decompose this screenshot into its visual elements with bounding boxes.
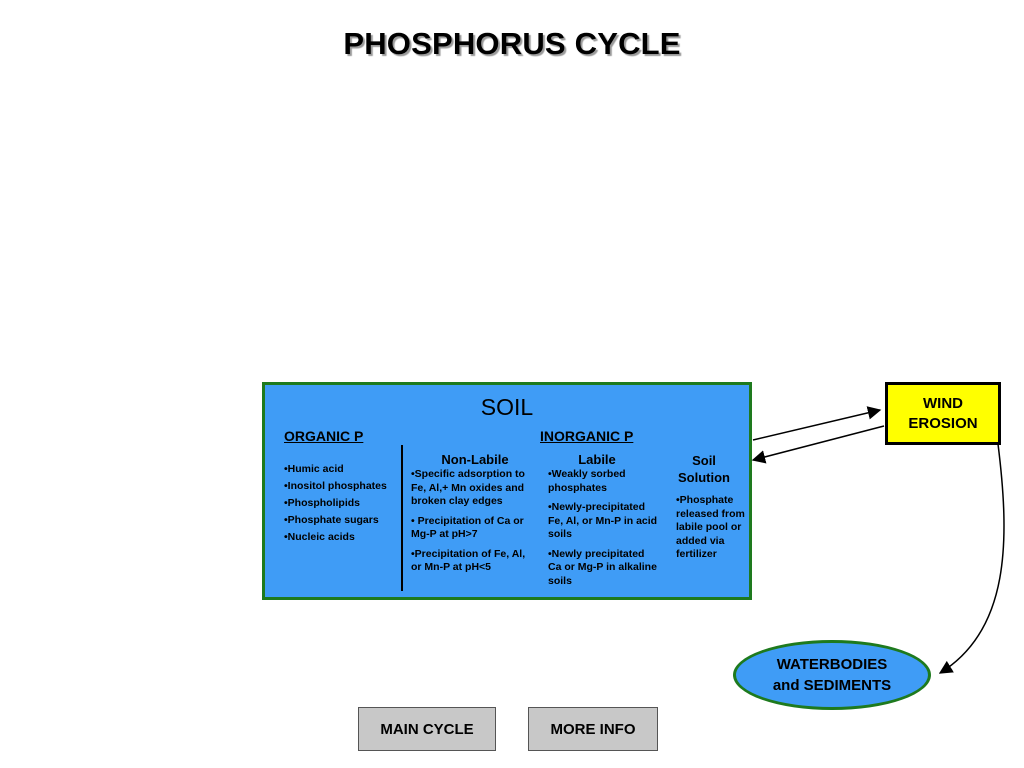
wind-erosion-line1: WIND	[923, 394, 963, 412]
waterbodies-ellipse: WATERBODIES and SEDIMENTS	[733, 640, 931, 710]
wind-erosion-line2: EROSION	[908, 414, 978, 432]
soil-solution-heading-line1: Soil	[692, 453, 716, 468]
list-item: •Phosphate released from labile pool or …	[676, 494, 745, 560]
wind-erosion-box: WIND EROSION	[885, 382, 1001, 445]
organic-p-list: •Humic acid •Inositol phosphates •Phosph…	[284, 463, 402, 548]
wind-to-waterbodies-arrow	[938, 443, 1005, 674]
organic-p-heading: ORGANIC P	[284, 428, 364, 444]
column-divider	[401, 445, 403, 591]
page-title: PHOSPHORUS CYCLE	[343, 26, 681, 61]
list-item: •Newly-precipitated Fe, Al, or Mn-P in a…	[548, 501, 658, 540]
list-item: •Weakly sorbed phosphates	[548, 468, 626, 494]
list-item: •Newly precipitated Ca or Mg-P in alkali…	[548, 547, 657, 587]
soil-to-wind-arrow	[752, 406, 882, 441]
list-item: •Humic acid	[284, 463, 344, 475]
wind-to-soil-arrow	[751, 425, 885, 464]
main-cycle-button[interactable]: MAIN CYCLE	[358, 707, 496, 751]
soil-box: SOIL ORGANIC P INORGANIC P •Humic acid •…	[262, 382, 752, 600]
waterbodies-line1: WATERBODIES	[776, 656, 888, 673]
soil-solution-heading: Soil Solution	[669, 452, 739, 486]
non-labile-heading: Non-Labile	[441, 452, 509, 467]
list-item: •Phospholipids	[284, 497, 361, 509]
labile-list: •Weakly sorbed phosphates •Newly-precipi…	[548, 468, 660, 594]
list-item: •Phosphate sugars	[284, 514, 379, 526]
list-item: •Specific adsorption to Fe, Al,+ Mn oxid…	[411, 468, 525, 507]
soil-title: SOIL	[480, 394, 534, 420]
list-item: •Precipitation of Fe, Al, or Mn-P at pH<…	[411, 547, 526, 574]
list-item: •Nucleic acids	[284, 531, 355, 543]
more-info-button[interactable]: MORE INFO	[528, 707, 658, 751]
list-item: •Inositol phosphates	[284, 480, 387, 492]
waterbodies-line2: and SEDIMENTS	[772, 677, 892, 694]
soil-solution-list: •Phosphate released from labile pool or …	[676, 494, 746, 562]
list-item: • Precipitation of Ca or Mg-P at pH>7	[411, 514, 524, 541]
soil-solution-heading-line2: Solution	[678, 470, 730, 485]
labile-heading: Labile	[578, 452, 616, 467]
inorganic-p-heading: INORGANIC P	[540, 428, 634, 444]
non-labile-list: •Specific adsorption to Fe, Al,+ Mn oxid…	[411, 468, 529, 581]
